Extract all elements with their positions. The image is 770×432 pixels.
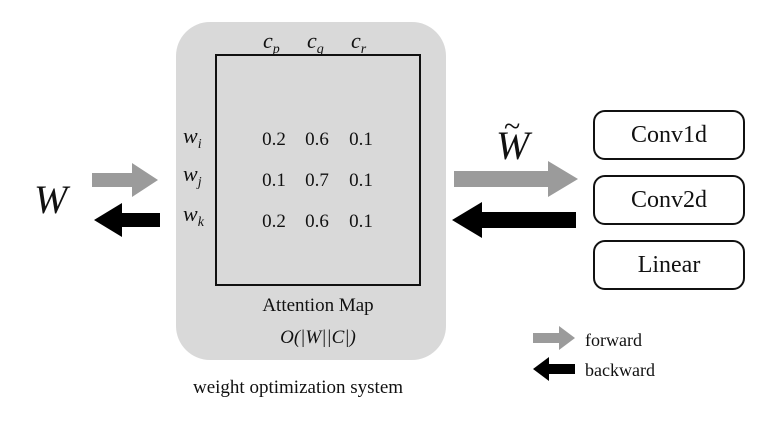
attention-map-caption: Attention Map (262, 295, 374, 316)
system-label: weight optimization system (193, 377, 404, 398)
matrix-cell: 0.1 (349, 170, 373, 191)
matrix-cell: 0.6 (305, 211, 329, 232)
matrix-cell: 0.1 (349, 211, 373, 232)
tilde-mark: ~ (504, 110, 521, 143)
matrix-cell: 0.2 (262, 129, 286, 150)
legend-forward-label: forward (585, 330, 642, 350)
matrix-cell: 0.1 (349, 129, 373, 150)
legend-backward-label: backward (585, 360, 655, 380)
transformed-weight-symbol: W ~ (496, 110, 530, 168)
column-header: cq (307, 28, 324, 57)
module-conv1d: Conv1d (593, 110, 745, 160)
output-forward-arrow (454, 161, 578, 197)
legend-forward-arrow (533, 326, 575, 350)
complexity-label: O(|W||C|) (280, 327, 356, 348)
matrix-cell: 0.2 (262, 211, 286, 232)
module-linear: Linear (593, 240, 745, 290)
column-header: cr (351, 28, 367, 57)
legend-backward-arrow (533, 357, 575, 381)
attention-map-matrix (215, 54, 421, 286)
matrix-cell: 0.6 (305, 129, 329, 150)
weight-symbol: W (34, 177, 68, 222)
matrix-cell: 0.1 (262, 170, 286, 191)
input-forward-arrow (92, 163, 158, 197)
row-header: wk (183, 201, 204, 230)
row-header: wj (183, 161, 202, 190)
matrix-cell: 0.7 (305, 170, 329, 191)
module-conv2d: Conv2d (593, 175, 745, 225)
column-header: cp (263, 28, 280, 57)
input-backward-arrow (452, 202, 576, 238)
output-backward-arrow (94, 203, 160, 237)
row-header: wi (183, 123, 202, 152)
